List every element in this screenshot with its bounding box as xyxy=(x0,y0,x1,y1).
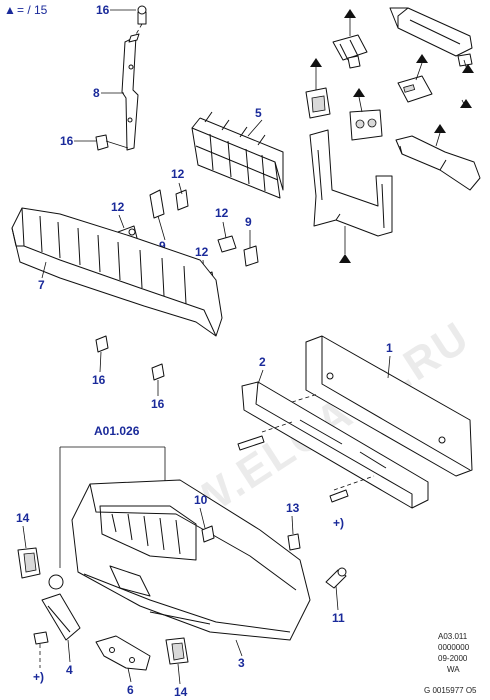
bracket-upper-right-b[interactable] xyxy=(389,7,473,67)
callout-9-a: 9 xyxy=(159,239,166,253)
callout-16-mid: 16 xyxy=(60,134,96,148)
callout-16-d: 16 xyxy=(151,397,165,411)
svg-text:A01.026: A01.026 xyxy=(94,424,140,438)
callout-11: 11 xyxy=(332,611,345,625)
info-line-3: 09-2000 xyxy=(438,654,468,663)
callout-12-d: 12 xyxy=(195,245,209,259)
bracket-4[interactable]: 4 +) xyxy=(33,593,81,684)
clip-mid-c[interactable] xyxy=(349,109,383,141)
svg-text:16: 16 xyxy=(96,3,110,17)
bracket-right-long[interactable] xyxy=(395,135,481,191)
callout-7: 7 xyxy=(38,278,45,292)
reinforcement-1[interactable]: 1 xyxy=(305,335,473,477)
legend: ▲ = / 15 xyxy=(4,3,48,17)
clip-left-b[interactable] xyxy=(305,87,331,119)
bracket-6[interactable]: 6 xyxy=(95,635,151,697)
clip-13[interactable]: 13 xyxy=(286,501,301,551)
svg-text:8: 8 xyxy=(93,86,100,100)
callout-14-b: 14 xyxy=(174,685,188,699)
retainer-14-left[interactable]: 14 xyxy=(16,511,41,579)
info-line-2: 0000000 xyxy=(438,643,470,652)
info-line-5: G 0015977 O5 xyxy=(424,686,477,695)
callout-10: 10 xyxy=(194,493,208,507)
callout-5: 5 xyxy=(255,106,262,120)
callout-9-b: 9 xyxy=(245,215,252,229)
plus-ref-b: +) xyxy=(33,670,44,684)
callout-12-b: 12 xyxy=(111,200,125,214)
bumper-cover-3[interactable]: 3 xyxy=(48,479,311,670)
upper-strut-assembly[interactable] xyxy=(95,5,147,151)
group-ref-a01026: A01.026 xyxy=(59,424,166,568)
plus-ref-a: +) xyxy=(333,516,344,530)
callout-14-a: 14 xyxy=(16,511,30,525)
legend-text: = / 15 xyxy=(17,3,48,17)
info-line-4: WA xyxy=(447,665,460,674)
callout-12-a: 12 xyxy=(171,167,185,181)
clip-right-a[interactable] xyxy=(397,75,433,103)
callout-12-c: 12 xyxy=(215,206,229,220)
callout-2: 2 xyxy=(259,355,266,369)
retainer-14-bottom[interactable]: 14 xyxy=(165,637,189,699)
callout-1: 1 xyxy=(386,341,393,355)
legend-symbol: ▲ xyxy=(4,3,16,17)
bracket-upper-right-a[interactable] xyxy=(332,34,368,69)
svg-text:16: 16 xyxy=(60,134,74,148)
callout-6: 6 xyxy=(127,683,134,697)
carrier-7[interactable]: 7 xyxy=(11,207,223,337)
absorber-2[interactable]: 2 xyxy=(237,355,429,509)
triangle-markers xyxy=(310,9,474,263)
bolt-11[interactable]: 11 xyxy=(325,567,347,625)
bolts-16-lower[interactable]: 16 16 xyxy=(92,335,165,411)
callout-16-c: 16 xyxy=(92,373,106,387)
info-block: A03.011 0000000 09-2000 WA G 0015977 O5 xyxy=(424,632,477,695)
callout-8: 8 xyxy=(93,86,124,100)
bracket-5[interactable]: 5 xyxy=(191,106,284,199)
info-line-1: A03.011 xyxy=(438,632,468,641)
grommet-10[interactable]: 10 xyxy=(194,493,215,543)
callout-4: 4 xyxy=(66,663,73,677)
callout-13: 13 xyxy=(286,501,300,515)
callout-16-top: 16 xyxy=(96,3,136,17)
bracket-carrier[interactable] xyxy=(309,129,393,237)
callout-3: 3 xyxy=(238,656,245,670)
